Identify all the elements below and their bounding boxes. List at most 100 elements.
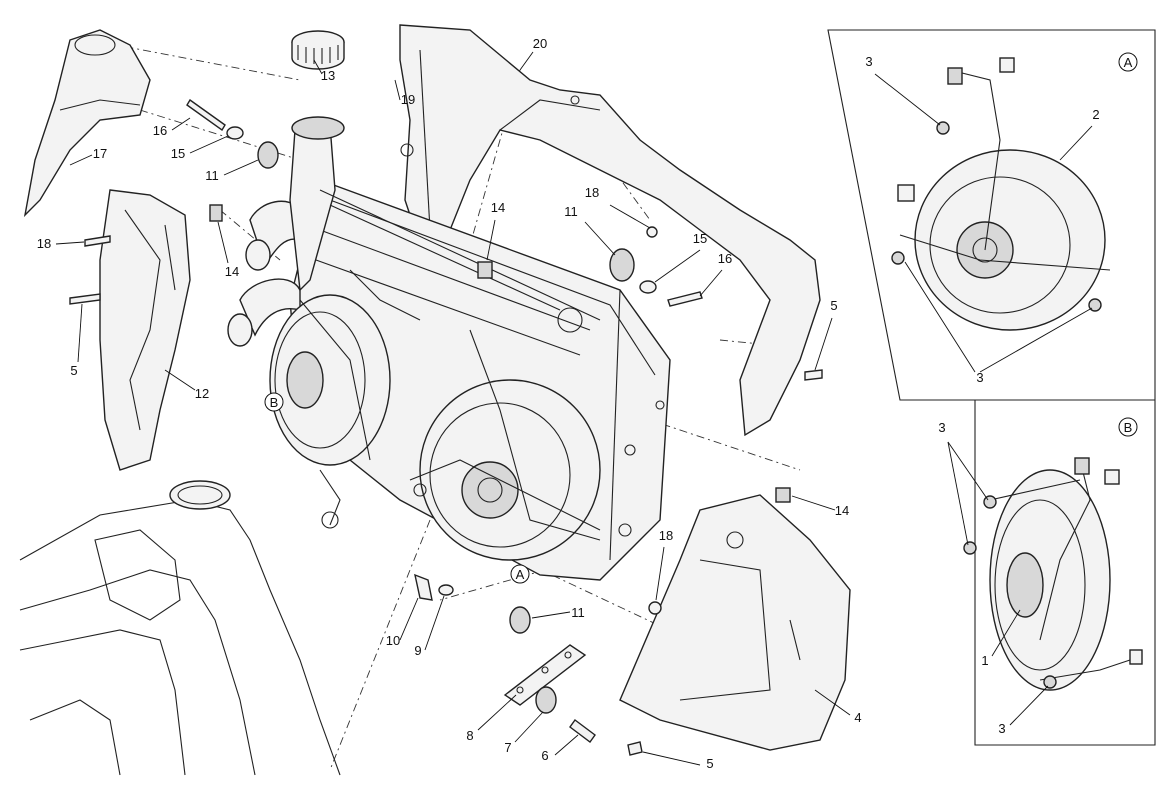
screw-18-left	[84, 235, 111, 247]
callout-label: 8	[466, 728, 473, 743]
callout-leader-line	[223, 159, 259, 176]
inset-b-label: 3	[938, 420, 945, 435]
callout-leader-line	[399, 597, 419, 641]
inset-a-badge: A	[1118, 52, 1138, 72]
callout-leader-line	[654, 249, 701, 283]
inset-panels-frame	[827, 29, 1156, 746]
callout-label: B	[270, 395, 279, 410]
callout-leader-line	[477, 694, 517, 731]
callout-leader-line	[554, 734, 579, 756]
callout-leader-line	[947, 441, 989, 501]
callout-label: 11	[571, 605, 585, 620]
callout-label: 17	[93, 146, 107, 161]
callout-leader-line	[814, 689, 851, 716]
callout-label: 18	[37, 236, 51, 251]
callout-label: 7	[504, 740, 511, 755]
inset-b-labels: 3 1 3	[938, 420, 1049, 736]
grommet-7	[535, 686, 557, 714]
hardware-parts	[69, 98, 823, 756]
inset-b-label: 3	[998, 721, 1005, 736]
callout-label: 14	[491, 200, 505, 215]
callout-label: 20	[533, 36, 547, 51]
bolt-16-right	[667, 291, 703, 307]
air-duct-12	[99, 189, 191, 471]
callout-label: 18	[659, 528, 673, 543]
callout-leader-line	[1059, 125, 1093, 161]
screw-18-upper	[646, 226, 658, 238]
inset-a-label: 3	[865, 54, 872, 69]
callout-leader-line	[947, 441, 969, 546]
callout-leader-line	[486, 219, 496, 261]
callout-leader-line	[217, 221, 229, 264]
callout-label: 11	[205, 168, 219, 183]
callout-leader-line	[69, 154, 93, 166]
clip-14-lower	[775, 487, 791, 503]
grommet-11-top	[257, 141, 279, 169]
grommet-11-lower	[509, 606, 531, 634]
callout-leader-line	[791, 495, 836, 511]
inset-b-label: 1	[981, 653, 988, 668]
callout-label: 14	[225, 264, 239, 279]
screw-5-right	[804, 369, 823, 381]
callout-label: 10	[386, 633, 400, 648]
callout-label: 15	[693, 231, 707, 246]
expansion-tank	[289, 30, 345, 292]
callout-label: 15	[171, 146, 185, 161]
callout-labels: 131920161517111814512B181114151651418A11…	[37, 36, 862, 771]
callout-leader-line	[584, 221, 616, 256]
callout-leader-line	[655, 546, 665, 601]
screw-5-left	[69, 293, 101, 305]
inset-b-badge-text: B	[1124, 420, 1133, 435]
callout-leader-line	[904, 261, 976, 373]
clip-14-left	[209, 204, 223, 222]
frame-outline	[19, 480, 341, 776]
inset-a-label: 3	[976, 370, 983, 385]
washer-9	[438, 584, 454, 596]
screw-5-bottom	[627, 741, 643, 756]
screw-10	[414, 573, 433, 601]
callout-leader-line	[164, 369, 196, 391]
callout-leader-line	[699, 269, 723, 297]
inset-a-fan-2	[891, 57, 1111, 331]
callout-leader-line	[519, 51, 534, 71]
callout-leader-line	[874, 73, 941, 126]
bracket-8	[503, 644, 587, 706]
top-cover-17	[23, 29, 151, 218]
clip-14-center	[477, 261, 493, 279]
callout-label: 13	[321, 68, 335, 83]
callout-label: 9	[414, 643, 421, 658]
callout-leader-line	[313, 59, 323, 75]
callout-label: 11	[564, 204, 578, 219]
callout-label: 16	[153, 123, 167, 138]
inset-a-labels: 3 2 3	[865, 54, 1099, 385]
callout-leader-line	[979, 307, 1093, 373]
screw-18-lower	[648, 601, 662, 615]
callout-label: 14	[835, 503, 849, 518]
callout-leader-line	[814, 317, 833, 371]
lower-fairing-4	[619, 494, 851, 751]
callout-leader-line	[1009, 685, 1049, 726]
callout-label: 19	[401, 92, 415, 107]
inset-a-label: 2	[1092, 107, 1099, 122]
callout-leader-line	[424, 595, 445, 651]
spacer-15-top	[226, 126, 244, 140]
callout-label: 6	[541, 748, 548, 763]
callout-label: 5	[70, 363, 77, 378]
inset-a-badge-text: A	[1124, 55, 1133, 70]
bolt-16-top	[186, 98, 226, 132]
callout-leader-line	[642, 751, 701, 766]
callout-badge-circle	[510, 564, 530, 584]
callout-label: 16	[718, 251, 732, 266]
callout-leader-line	[609, 204, 651, 229]
callout-label: 18	[585, 185, 599, 200]
callout-label: 5	[830, 298, 837, 313]
callout-leader-line	[55, 241, 85, 245]
callout-leader-line	[77, 303, 83, 363]
spacer-15-right	[639, 280, 657, 294]
callout-leader-line	[171, 117, 191, 131]
callout-label: 12	[195, 386, 209, 401]
fan-mounting-rails	[319, 189, 601, 321]
callout-leader-line	[531, 611, 571, 619]
